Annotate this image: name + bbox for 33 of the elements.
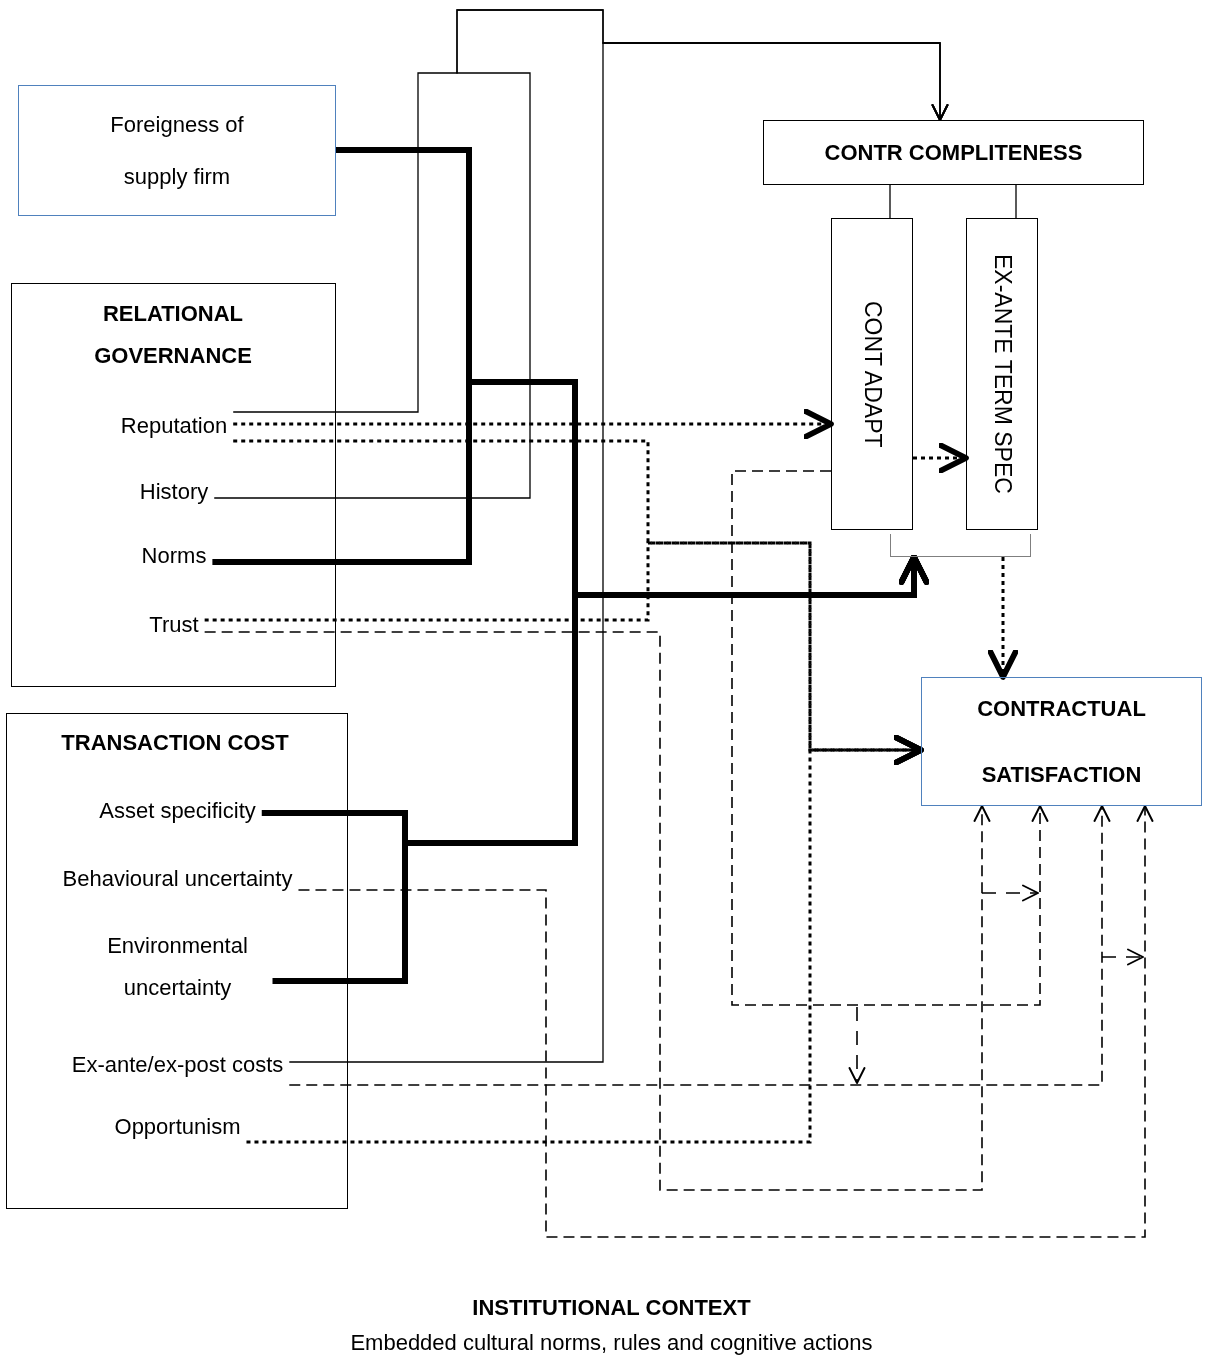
arrow bbox=[288, 805, 1111, 1086]
connector-line bbox=[889, 184, 891, 219]
construct-box: EX-ANTE TERM SPEC bbox=[966, 218, 1038, 530]
construct-box: CONT ADAPT bbox=[831, 218, 913, 530]
construct-box: CONTR COMPLITENESS bbox=[763, 120, 1144, 185]
group-box bbox=[11, 283, 336, 687]
arrow bbox=[272, 554, 930, 984]
arrow bbox=[913, 442, 969, 474]
context-note: Embedded cultural norms, rules and cognitive actions bbox=[349, 1330, 874, 1356]
arrow bbox=[246, 734, 924, 1144]
factor-label: Opportunism bbox=[108, 1106, 247, 1148]
group-title: RELATIONAL GOVERNANCE bbox=[93, 300, 253, 370]
connector-line bbox=[1015, 184, 1017, 219]
group-box bbox=[6, 713, 348, 1209]
context-heading: INSTITUTIONAL CONTEXT bbox=[471, 1295, 752, 1321]
factor-label: Ex-ante/ex-post costs bbox=[65, 1040, 290, 1090]
factor-label: Environmental uncertainty bbox=[82, 926, 273, 1008]
factor-label: Behavioural uncertainty bbox=[56, 862, 299, 896]
arrow bbox=[203, 631, 991, 1191]
factor-label: History bbox=[133, 478, 215, 506]
construct-box: Foreigness of supply firm bbox=[18, 85, 336, 216]
factor-label: Reputation bbox=[114, 405, 234, 447]
factor-label: Trust bbox=[143, 610, 205, 640]
arrow bbox=[987, 557, 1019, 680]
arrow bbox=[731, 470, 1049, 1006]
bracket bbox=[890, 534, 1031, 557]
factor-label: Asset specificity bbox=[93, 798, 262, 824]
factor-label: Norms bbox=[135, 544, 213, 568]
arrow bbox=[288, 42, 949, 1063]
group-title: TRANSACTION COST bbox=[60, 729, 290, 757]
construct-box: CONTRACTUAL SATISFACTION bbox=[921, 677, 1202, 806]
arrow bbox=[297, 805, 1154, 1238]
arrow bbox=[233, 408, 834, 440]
